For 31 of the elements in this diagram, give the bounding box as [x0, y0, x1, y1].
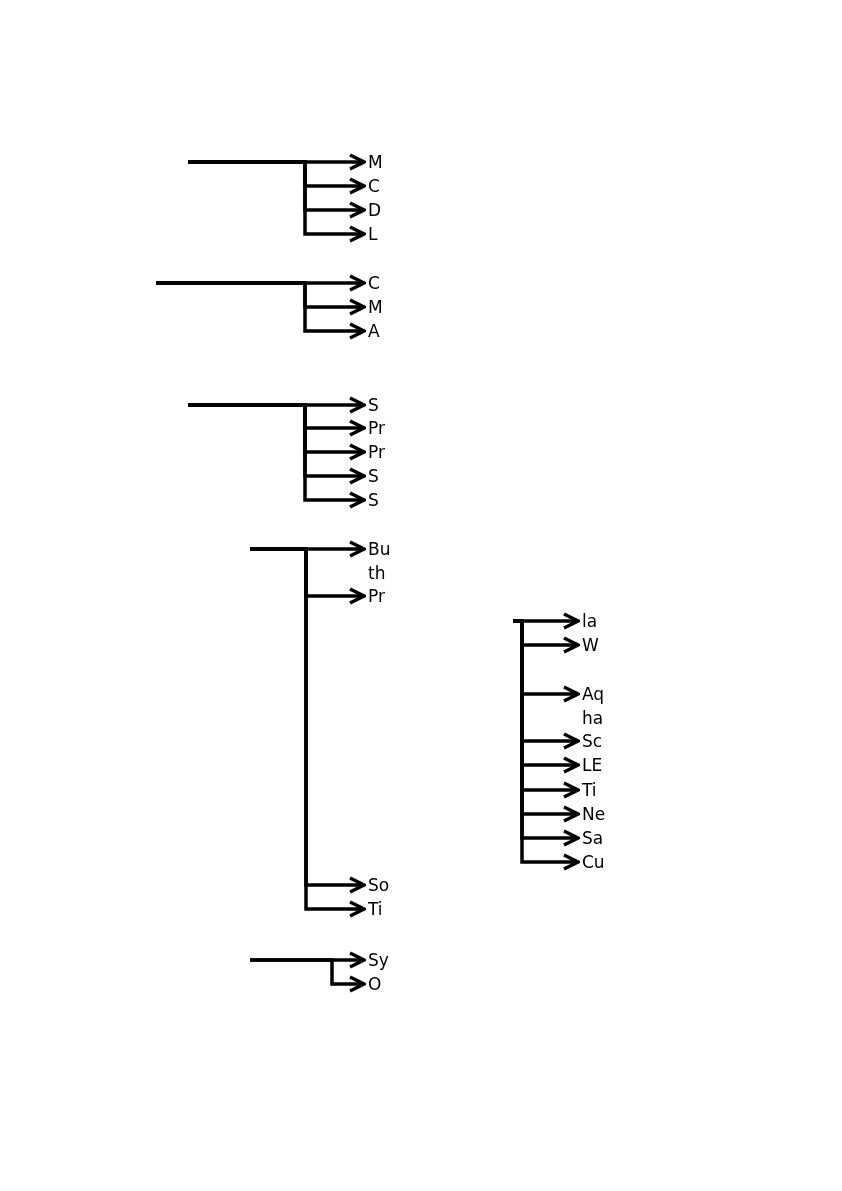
arrow [188, 160, 366, 243]
tree-label: W [582, 633, 599, 657]
tree-label: Sy [368, 948, 389, 972]
tree-label: S [368, 393, 379, 417]
tree-label: Pr [368, 416, 385, 440]
arrow [188, 403, 366, 509]
tree-label: Ti [582, 778, 597, 802]
tree-label: O [368, 972, 382, 996]
tree-label: M [368, 295, 383, 319]
tree-label: C [368, 174, 380, 198]
tree-label: A [368, 319, 380, 343]
arrow [156, 281, 366, 340]
tree-label: Ti [368, 897, 383, 921]
tree-label: S [368, 464, 379, 488]
tree-label: M [368, 150, 383, 174]
tree-label: So [368, 873, 390, 897]
arrow [250, 958, 366, 993]
tree-label: Cu [582, 850, 605, 874]
tree-label: C [368, 271, 380, 295]
tree-label: la [582, 609, 598, 633]
tree-label: Sa [582, 826, 604, 850]
tree-label: Pr [368, 440, 385, 464]
tree-label: Bu th [368, 537, 392, 585]
tree-label: LE [582, 753, 603, 777]
tree-label: Ne [582, 802, 606, 826]
tree-label: Pr [368, 584, 385, 608]
tree-label: D [368, 198, 382, 222]
tree-label: Sc [582, 729, 603, 753]
tree-label: Aq ha [582, 682, 608, 730]
tree-label: L [368, 222, 378, 246]
tree-label: S [368, 488, 379, 512]
